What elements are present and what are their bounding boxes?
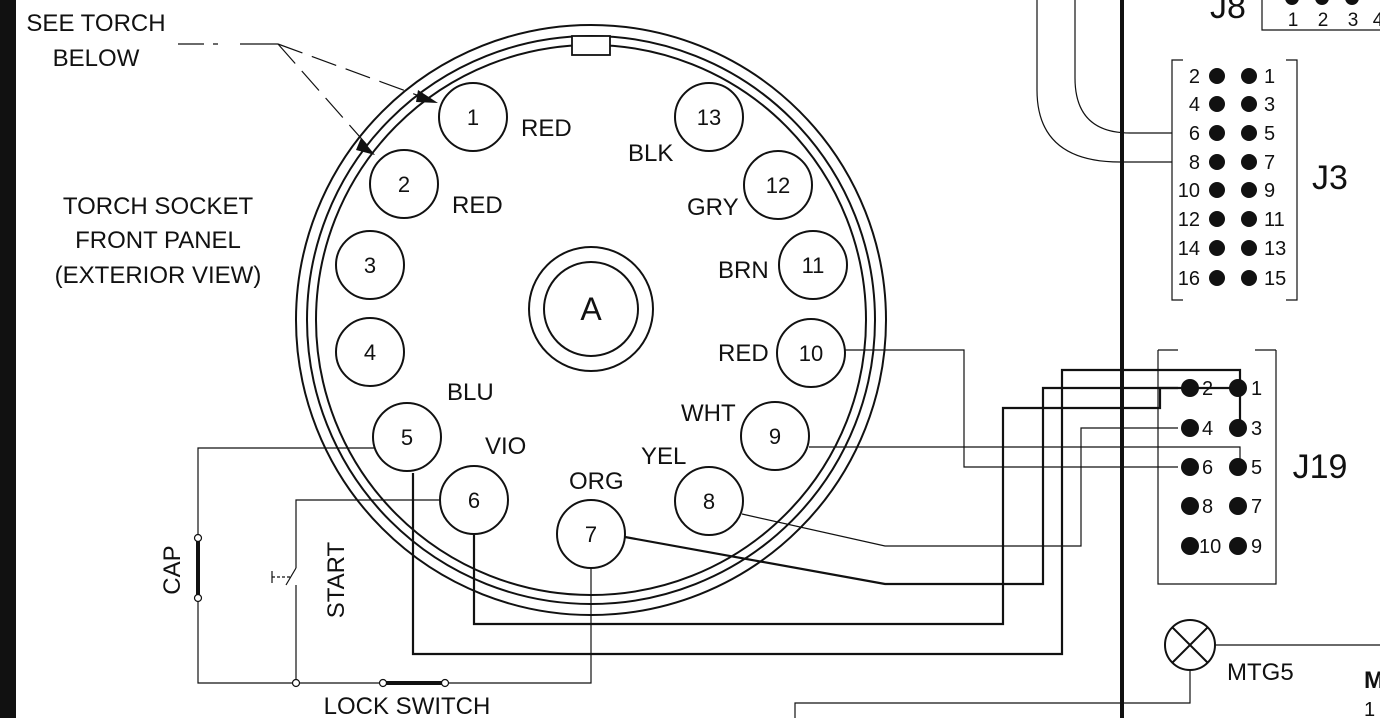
see-torch-text-1: SEE TORCH: [26, 10, 165, 37]
svg-text:3: 3: [364, 253, 376, 278]
svg-text:12: 12: [1178, 209, 1200, 231]
j3-connector: J3 2 4 6 8 10 12 14 16 1 3 5 7 9 11 13 1…: [1171, 59, 1348, 301]
svg-text:7: 7: [1251, 496, 1262, 518]
svg-text:2: 2: [1189, 66, 1200, 88]
start-switch: START: [271, 541, 350, 618]
wire-color-pin-13: BLK: [628, 140, 673, 167]
svg-text:10: 10: [1178, 180, 1200, 202]
start-label: START: [323, 541, 350, 618]
svg-text:4: 4: [1373, 10, 1380, 31]
left-edge-bar: [0, 0, 16, 718]
panel-title-3: (EXTERIOR VIEW): [55, 262, 262, 289]
svg-text:11: 11: [802, 253, 825, 278]
mtg5-mount: MTG5: [1164, 619, 1294, 686]
svg-text:7: 7: [585, 522, 597, 547]
svg-text:8: 8: [1189, 152, 1200, 174]
pin-3: 3: [335, 230, 405, 300]
svg-text:2: 2: [398, 172, 410, 197]
svg-text:4: 4: [1189, 94, 1200, 116]
pin-5: 5: [372, 402, 442, 472]
svg-text:3: 3: [1348, 10, 1359, 31]
lock-switch: LOCK SWITCH: [291, 678, 491, 718]
svg-text:6: 6: [468, 488, 480, 513]
pin-2: 2: [369, 149, 439, 219]
see-torch-text-2: BELOW: [53, 45, 140, 72]
mtg5-label: MTG5: [1227, 659, 1294, 686]
wire-color-pin-1: RED: [521, 115, 572, 142]
svg-text:1: 1: [1251, 378, 1262, 400]
svg-text:2: 2: [1318, 10, 1329, 31]
see-torch-arrows: [178, 43, 438, 155]
wire-color-pin-7: ORG: [569, 468, 624, 495]
pin-6: 6: [439, 465, 509, 535]
pin-11: 11: [778, 230, 848, 300]
svg-text:13: 13: [1264, 238, 1286, 260]
svg-text:11: 11: [1264, 209, 1285, 231]
svg-text:10: 10: [1199, 536, 1221, 558]
pin-12: 12: [743, 150, 813, 220]
pin-9: 9: [740, 401, 810, 471]
svg-text:3: 3: [1264, 94, 1275, 116]
wire-color-pin-6: VIO: [485, 433, 526, 460]
svg-text:16: 16: [1178, 268, 1200, 290]
j19-label: J19: [1293, 448, 1348, 486]
svg-text:7: 7: [1264, 152, 1275, 174]
svg-text:4: 4: [1202, 418, 1213, 440]
svg-text:1: 1: [1264, 66, 1275, 88]
svg-text:1: 1: [467, 105, 479, 130]
svg-text:14: 14: [1178, 238, 1200, 260]
edge-number-1: 1: [1364, 699, 1375, 718]
wire-color-pin-9: WHT: [681, 400, 736, 427]
wire-color-pin-12: GRY: [687, 194, 739, 221]
svg-text:5: 5: [1264, 123, 1275, 145]
svg-text:10: 10: [799, 341, 823, 366]
svg-text:12: 12: [766, 173, 790, 198]
svg-text:6: 6: [1189, 123, 1200, 145]
edge-letter-m: M: [1364, 667, 1380, 694]
svg-text:15: 15: [1264, 268, 1286, 290]
svg-text:9: 9: [769, 424, 781, 449]
svg-text:5: 5: [401, 425, 413, 450]
panel-title-1: TORCH SOCKET: [63, 193, 254, 220]
center-label: A: [580, 291, 602, 327]
wire-color-pin-8: YEL: [641, 443, 686, 470]
pin-4: 4: [335, 317, 405, 387]
pin-13: 13: [674, 82, 744, 152]
wire-color-pin-10: RED: [718, 340, 769, 367]
svg-text:9: 9: [1264, 180, 1275, 202]
svg-text:1: 1: [1288, 10, 1299, 31]
svg-text:5: 5: [1251, 457, 1262, 479]
cap-switch: CAP: [159, 533, 203, 603]
pin-8: 8: [674, 466, 744, 536]
pin-1: 1: [438, 82, 508, 152]
svg-text:8: 8: [703, 489, 715, 514]
j19-connector: J19 2 4 6 8 10 1 3 5 7 9: [1157, 349, 1348, 585]
lock-switch-label: LOCK SWITCH: [324, 693, 491, 718]
svg-text:2: 2: [1202, 378, 1213, 400]
pin-7: 7: [556, 499, 626, 569]
svg-text:3: 3: [1251, 418, 1262, 440]
svg-text:13: 13: [697, 105, 721, 130]
j8-connector: J8 1 2 3 4: [1210, 0, 1380, 31]
panel-title-2: FRONT PANEL: [75, 227, 241, 254]
svg-text:6: 6: [1202, 457, 1213, 479]
wire-color-pin-11: BRN: [718, 257, 769, 284]
cap-label: CAP: [159, 545, 186, 594]
wire-color-pin-5: BLU: [447, 379, 494, 406]
svg-text:8: 8: [1202, 496, 1213, 518]
key-notch: [571, 35, 611, 56]
j3-label: J3: [1312, 159, 1348, 197]
svg-text:9: 9: [1251, 536, 1262, 558]
j8-label: J8: [1210, 0, 1246, 26]
wire-color-pin-2: RED: [452, 192, 503, 219]
pin-10: 10: [776, 318, 846, 388]
svg-text:4: 4: [364, 340, 376, 365]
